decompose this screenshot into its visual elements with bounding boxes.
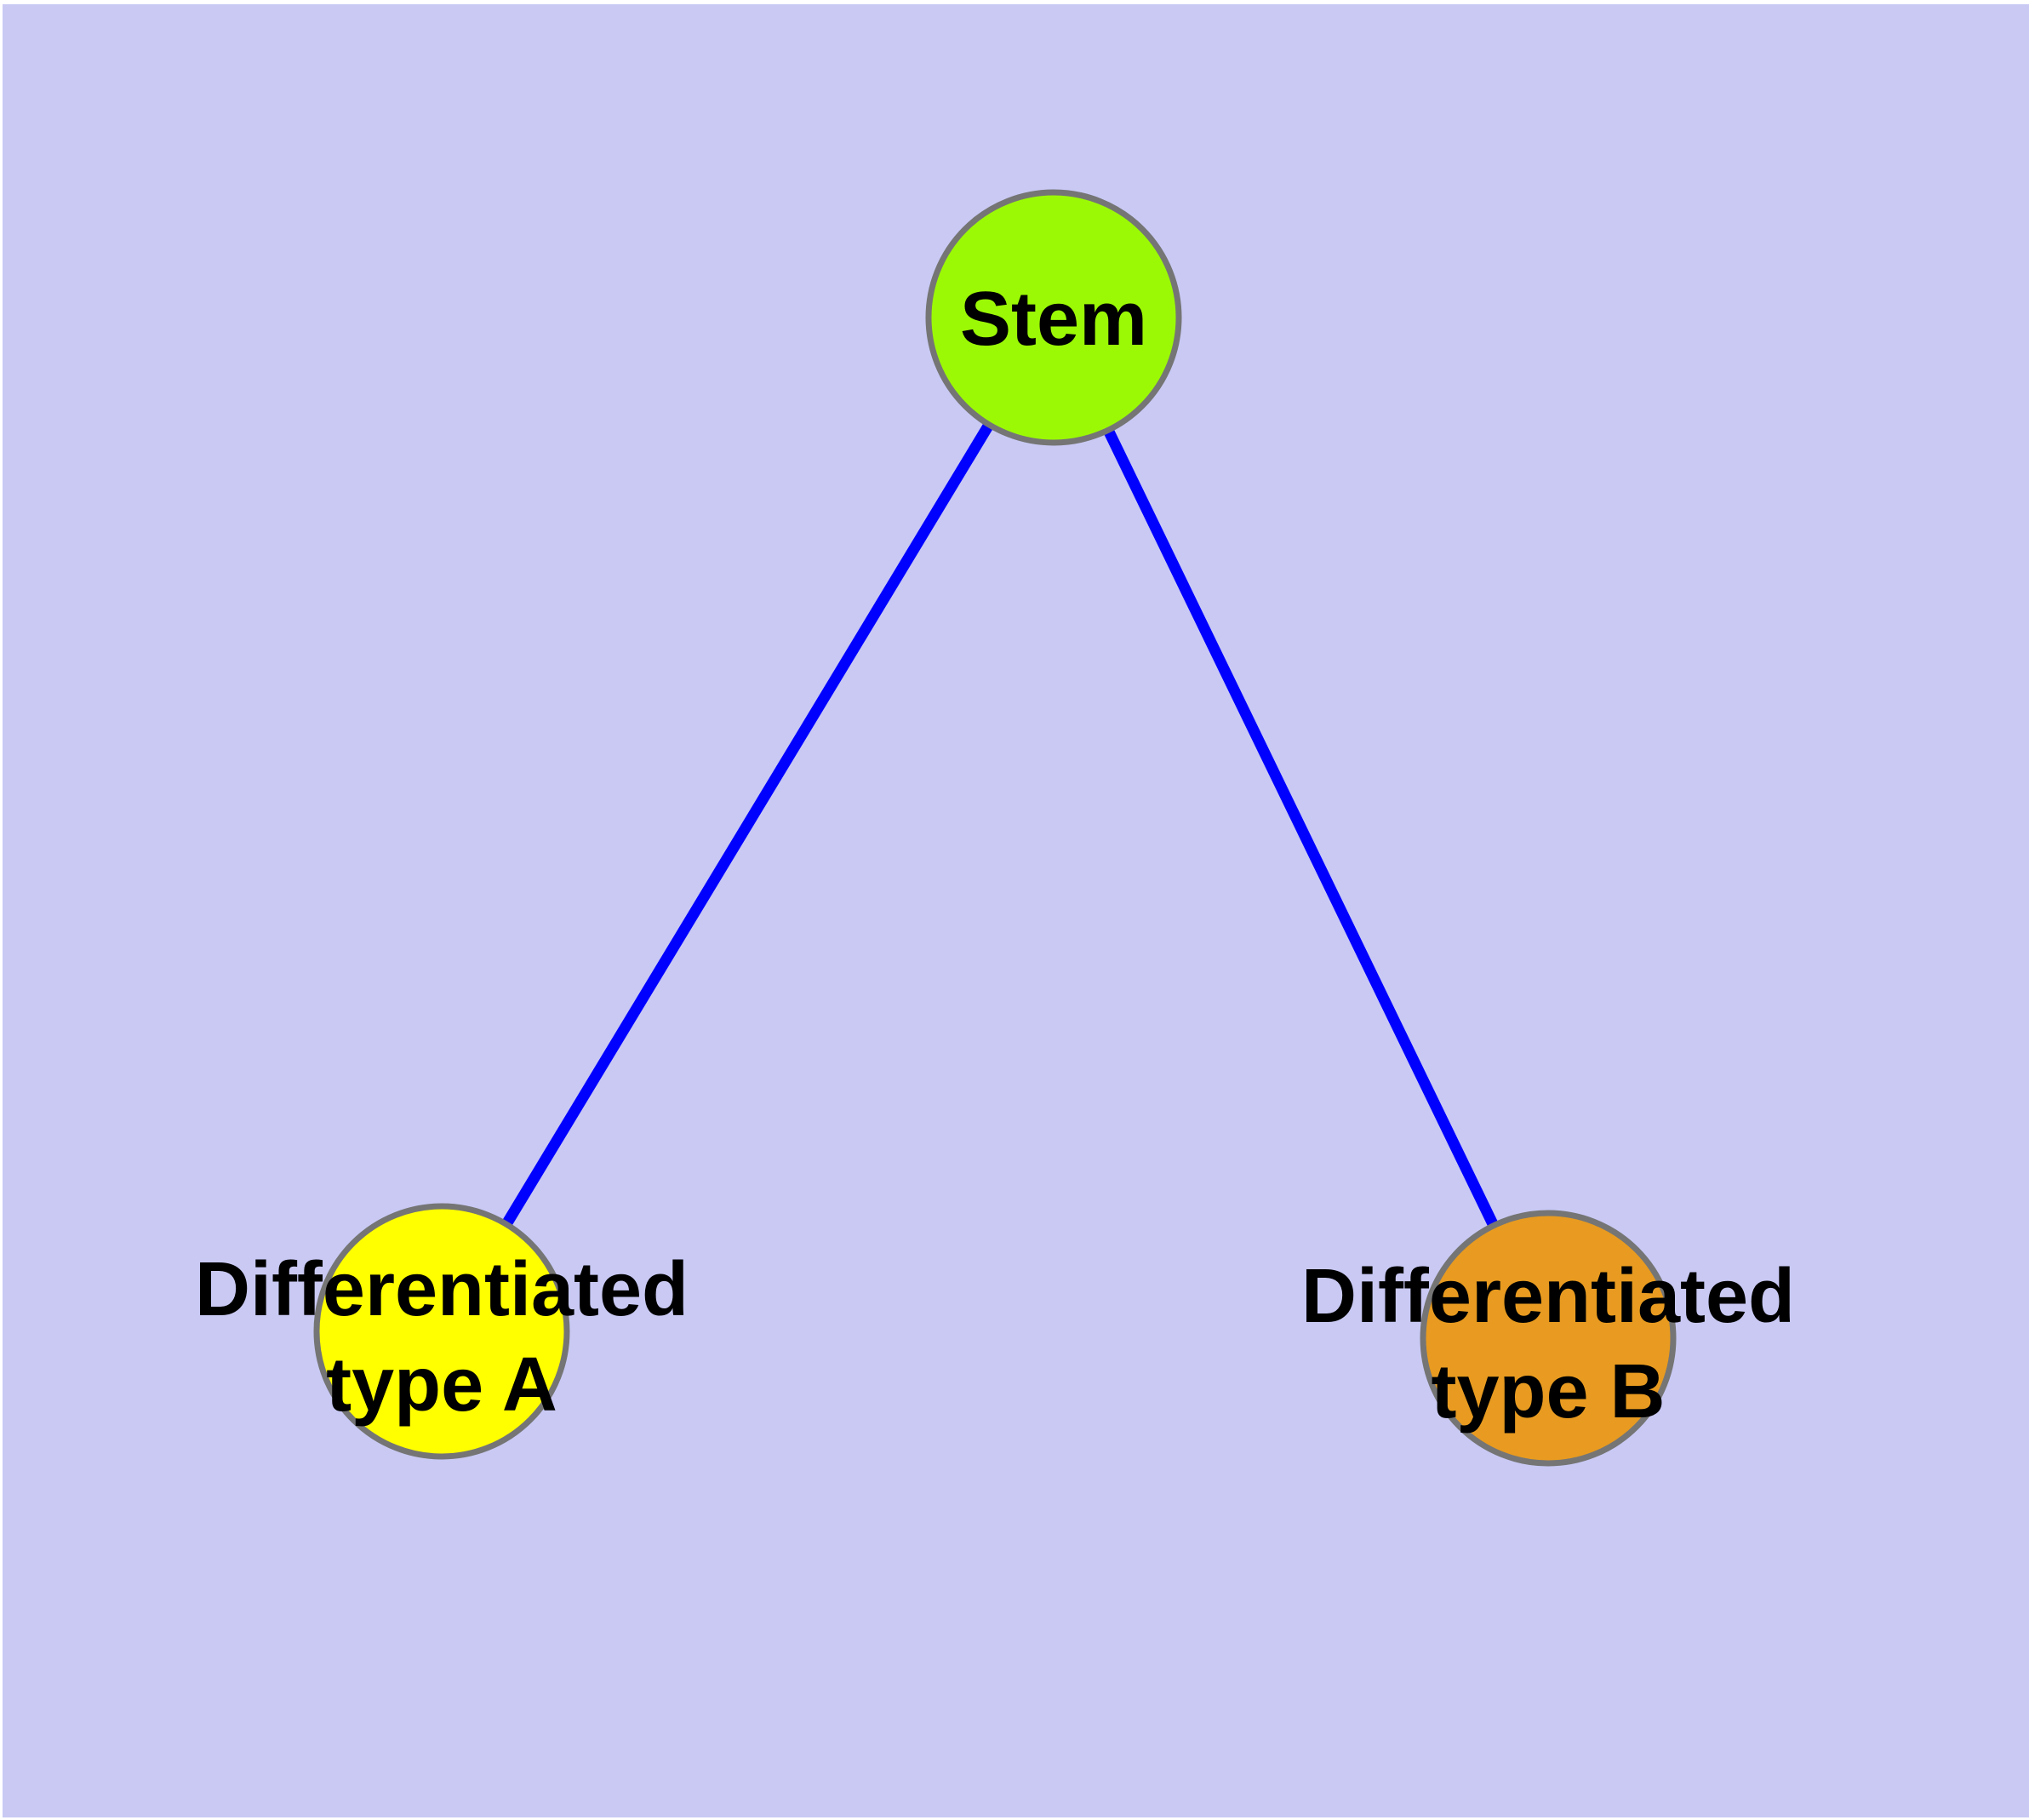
type-b-node-label-line2: type B xyxy=(1431,1349,1665,1434)
type-a-node-label-line1: Differentiated xyxy=(195,1247,689,1332)
type-b-node-label-line1: Differentiated xyxy=(1301,1254,1795,1339)
edge-stem-to-type-a xyxy=(437,314,1059,1335)
type-b-node xyxy=(1420,1210,1677,1467)
type-a-node-label-line2: type A xyxy=(326,1342,557,1428)
stem-node-label: Stem xyxy=(960,277,1147,362)
stem-node xyxy=(925,189,1182,446)
type-a-node xyxy=(313,1203,570,1460)
edge-stem-to-type-b xyxy=(1049,315,1553,1341)
